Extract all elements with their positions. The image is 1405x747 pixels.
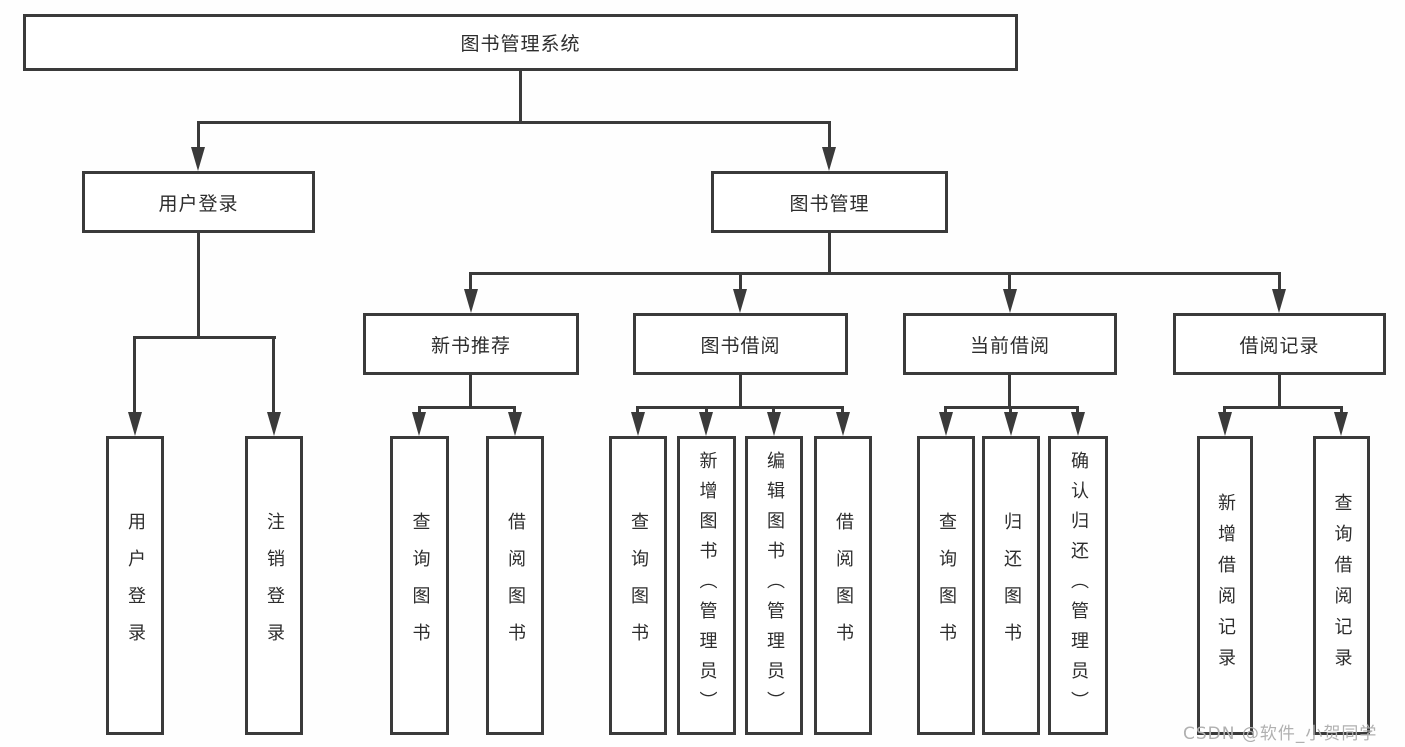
connector-vline	[1009, 406, 1012, 414]
node-root-label: 图书管理系统	[460, 33, 581, 55]
node-user-login: 用户登录	[82, 171, 315, 233]
node-root: 图书管理系统	[23, 14, 1018, 71]
connector-vline	[133, 336, 136, 414]
arrow-down-icon	[464, 289, 478, 313]
arrow-down-icon	[767, 412, 781, 436]
connector-vline	[1008, 272, 1011, 291]
arrow-down-icon	[1003, 289, 1017, 313]
leaf-label: 查询图书	[409, 511, 431, 660]
connector-hline	[636, 406, 844, 409]
node-book-borrow: 图书借阅	[633, 313, 848, 375]
leaf-query-books-1: 查询图书	[390, 436, 449, 735]
leaf-edit-book-admin: 编辑图书（管理员）	[745, 436, 803, 735]
connector-vline	[418, 406, 421, 414]
connector-vline	[1008, 375, 1011, 408]
node-label: 图书管理	[789, 192, 870, 215]
connector-hline	[418, 406, 516, 409]
leaf-label: 查询图书	[936, 511, 957, 660]
leaf-label: 新增借阅记录	[1215, 492, 1236, 679]
node-label: 新书推荐	[430, 334, 511, 357]
connector-vline	[469, 272, 472, 291]
leaf-label: 查询图书	[628, 511, 649, 660]
node-label: 用户登录	[158, 192, 239, 215]
arrow-down-icon	[1004, 412, 1018, 436]
connector-hline	[133, 336, 276, 339]
arrow-down-icon	[631, 412, 645, 436]
arrow-down-icon	[1272, 289, 1286, 313]
connector-vline	[197, 121, 200, 149]
arrow-down-icon	[128, 412, 142, 436]
connector-vline	[705, 406, 708, 414]
leaf-borrow-books-1: 借阅图书	[486, 436, 544, 735]
connector-hline	[1223, 406, 1343, 409]
node-label: 借阅记录	[1239, 334, 1320, 357]
arrow-down-icon	[699, 412, 713, 436]
connector-vline	[1278, 375, 1281, 408]
connector-vline	[828, 233, 831, 274]
node-borrow-records: 借阅记录	[1173, 313, 1386, 375]
arrow-down-icon	[822, 147, 836, 171]
arrow-down-icon	[1334, 412, 1348, 436]
leaf-confirm-return-admin: 确认归还（管理员）	[1048, 436, 1108, 735]
leaf-label: 新增图书（管理员）	[696, 450, 718, 721]
connector-vline	[1076, 406, 1079, 414]
leaf-user-login: 用户登录	[106, 436, 164, 735]
arrow-down-icon	[836, 412, 850, 436]
connector-vline	[841, 406, 844, 414]
connector-vline	[519, 70, 522, 123]
connector-vline	[513, 406, 516, 414]
leaf-query-books-2: 查询图书	[609, 436, 667, 735]
connector-vline	[944, 406, 947, 414]
arrow-down-icon	[191, 147, 205, 171]
leaf-label: 注销登录	[264, 511, 285, 660]
leaf-return-books: 归还图书	[982, 436, 1040, 735]
leaf-add-borrow-record: 新增借阅记录	[1197, 436, 1253, 735]
leaf-label: 确认归还（管理员）	[1068, 450, 1089, 721]
node-current-borrow: 当前借阅	[903, 313, 1117, 375]
node-new-book-recommend: 新书推荐	[363, 313, 579, 375]
leaf-query-borrow-record: 查询借阅记录	[1313, 436, 1370, 735]
leaf-label: 归还图书	[1001, 511, 1022, 660]
leaf-label: 借阅图书	[505, 511, 526, 660]
connector-vline	[1340, 406, 1343, 414]
connector-vline	[739, 272, 742, 291]
node-label: 当前借阅	[969, 334, 1050, 357]
arrow-down-icon	[1071, 412, 1085, 436]
connector-vline	[772, 406, 775, 414]
leaf-query-books-3: 查询图书	[917, 436, 975, 735]
arrow-down-icon	[939, 412, 953, 436]
connector-vline	[739, 375, 742, 408]
leaf-add-book-admin: 新增图书（管理员）	[677, 436, 736, 735]
connector-vline	[272, 336, 275, 414]
arrow-down-icon	[508, 412, 522, 436]
connector-hline	[197, 121, 831, 124]
arrow-down-icon	[267, 412, 281, 436]
connector-vline	[1223, 406, 1226, 414]
arrow-down-icon	[1218, 412, 1232, 436]
connector-vline	[469, 375, 472, 408]
connector-vline	[828, 121, 831, 149]
arrow-down-icon	[412, 412, 426, 436]
connector-vline	[1278, 272, 1281, 291]
leaf-label: 编辑图书（管理员）	[764, 450, 785, 721]
connector-hline	[469, 272, 1281, 275]
leaf-label: 用户登录	[125, 511, 146, 660]
leaf-label: 借阅图书	[833, 511, 854, 660]
node-book-management: 图书管理	[711, 171, 948, 233]
node-label: 图书借阅	[700, 334, 781, 357]
leaf-label: 查询借阅记录	[1331, 492, 1353, 679]
connector-vline	[636, 406, 639, 414]
connector-vline	[197, 233, 200, 338]
watermark-text: CSDN @软件_小贺同学	[1183, 724, 1378, 744]
leaf-logout: 注销登录	[245, 436, 303, 735]
arrow-down-icon	[733, 289, 747, 313]
leaf-borrow-books-2: 借阅图书	[814, 436, 872, 735]
